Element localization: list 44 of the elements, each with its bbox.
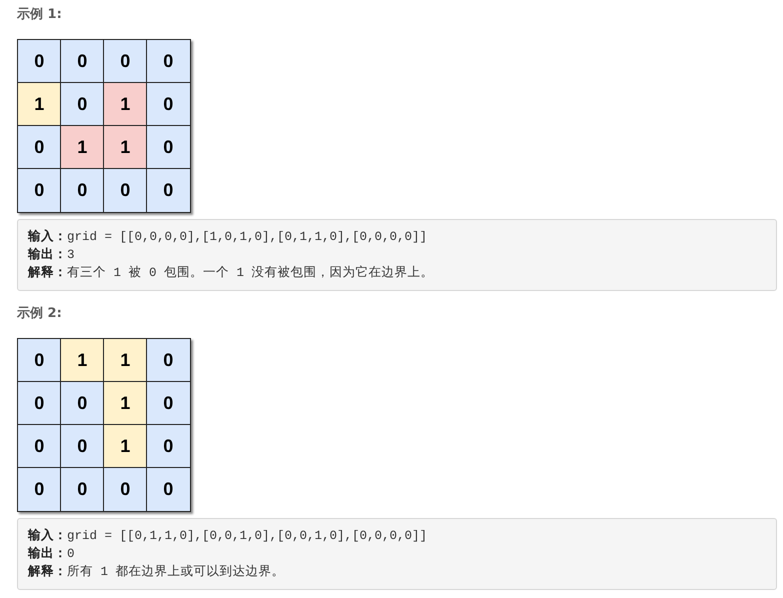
grid-cell: 1: [103, 338, 148, 382]
grid-cell: 0: [17, 424, 62, 468]
input-line: 输入：grid = [[0,0,0,0],[1,0,1,0],[0,1,1,0],[0,0,0,0]]: [28, 228, 428, 246]
grid-cell: 1: [103, 125, 148, 170]
code-panel: [17, 518, 777, 590]
output-line: 输出：3: [28, 246, 75, 264]
grid-cell: 0: [60, 424, 104, 468]
grid-cell: 0: [17, 39, 62, 84]
grid-cell: 0: [60, 467, 104, 512]
grid-cell: 0: [60, 82, 104, 126]
grid-cell: 0: [17, 381, 62, 426]
grid-cell: 1: [103, 82, 148, 126]
grid-cell: 0: [60, 39, 104, 84]
grid-cell: 0: [146, 467, 190, 512]
output-line: 输出：0: [28, 546, 75, 563]
input-line: 输入：grid = [[0,1,1,0],[0,0,1,0],[0,0,1,0],[0,0,0,0]]: [28, 527, 428, 545]
grid-cell: 0: [103, 39, 148, 84]
grid-cell: 1: [60, 125, 104, 170]
grid-cell: 0: [146, 338, 190, 382]
example-heading: 示例 2:: [17, 306, 62, 322]
grid-cell: 0: [146, 424, 190, 468]
grid-cell: 0: [60, 381, 104, 426]
grid-table: [17, 39, 191, 213]
grid-table: [17, 338, 191, 512]
grid-cell: 1: [17, 82, 62, 126]
grid-cell: 0: [17, 338, 62, 382]
grid-cell: 1: [103, 381, 148, 426]
grid-cell: 1: [60, 338, 104, 382]
grid-cell: 1: [103, 424, 148, 468]
code-panel: [17, 219, 777, 291]
grid-cell: 0: [146, 125, 190, 170]
grid-cell: 0: [146, 168, 190, 212]
grid-cell: 0: [17, 168, 62, 212]
explanation-line: 解释：所有 1 都在边界上或可以到达边界。: [28, 564, 285, 581]
grid-cell: 0: [146, 381, 190, 426]
grid-cell: 0: [17, 125, 62, 170]
grid-cell: 0: [146, 39, 190, 84]
grid-cell: 0: [60, 168, 104, 212]
grid-cell: 0: [103, 168, 148, 212]
grid-cell: 0: [146, 82, 190, 126]
grid-cell: 0: [103, 467, 148, 512]
explanation-line: 解释：有三个 1 被 0 包围。一个 1 没有被包围，因为它在边界上。: [28, 264, 434, 282]
grid-cell: 0: [17, 467, 62, 512]
example-heading: 示例 1:: [17, 7, 62, 23]
